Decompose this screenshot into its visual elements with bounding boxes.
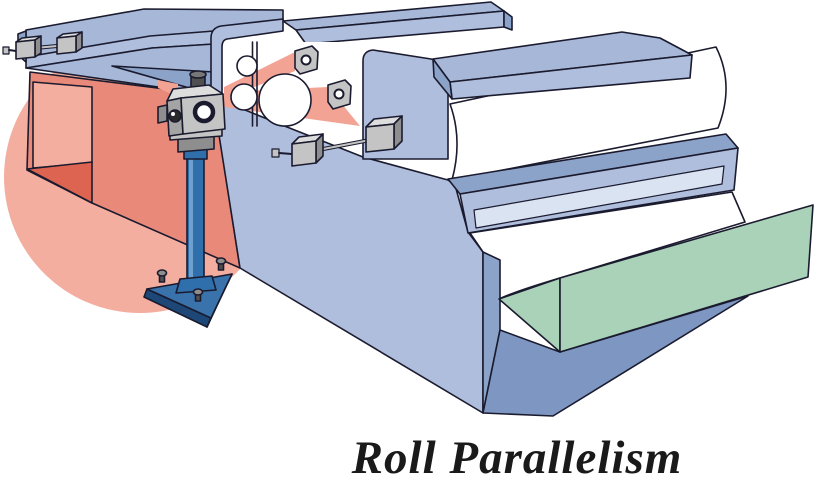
middle-block-a-front bbox=[291, 140, 317, 167]
left-detector-pair bbox=[2, 31, 83, 60]
middle-beam-bevel-end bbox=[503, 10, 513, 31]
detector-target-1-aperture bbox=[300, 54, 312, 66]
bolt-2-cap bbox=[215, 257, 227, 265]
left-block-a-side bbox=[34, 35, 42, 58]
middle-probe-pin bbox=[278, 152, 293, 155]
transmitter-left-port bbox=[157, 104, 168, 124]
detector-target-1 bbox=[294, 45, 319, 75]
middle-rod bbox=[317, 139, 371, 151]
bolt-3-cap bbox=[192, 288, 204, 296]
stand-column-highlight bbox=[189, 153, 193, 280]
middle-block-b-front bbox=[365, 123, 395, 153]
stand-foot-flange bbox=[175, 275, 217, 294]
laser-stand bbox=[143, 145, 233, 328]
detector-target-2-aperture bbox=[333, 88, 345, 100]
middle-detector-pair bbox=[271, 115, 403, 167]
left-block-a-front bbox=[15, 39, 36, 60]
left-block-b-front bbox=[56, 35, 77, 55]
base-plate-bolts bbox=[156, 257, 227, 302]
laser-lens-side bbox=[168, 109, 182, 123]
laser-transmitter bbox=[157, 70, 226, 153]
cavity-inner-panel bbox=[32, 81, 93, 169]
bolt-1-cap bbox=[156, 269, 168, 277]
middle-roller-small-1 bbox=[236, 55, 258, 77]
laser-lens-main bbox=[192, 100, 216, 124]
ledge-inset-panel bbox=[473, 165, 725, 229]
transmitter-knob-top bbox=[189, 70, 207, 79]
middle-roller-large bbox=[258, 73, 312, 127]
middle-probe-tip bbox=[271, 148, 280, 158]
laser-lens-glint bbox=[171, 112, 175, 116]
left-probe-pin bbox=[8, 49, 17, 52]
diagram-root: Roll Parallelism bbox=[2, 1, 814, 484]
left-probe-tip bbox=[2, 46, 10, 55]
web-front-face bbox=[559, 204, 814, 353]
caption-text: Roll Parallelism bbox=[351, 432, 683, 484]
middle-roller-small-2 bbox=[230, 83, 258, 111]
right-beam-end-cap bbox=[432, 58, 453, 100]
cavity-shadow-triangle bbox=[26, 161, 93, 204]
left-block-b-side bbox=[75, 31, 83, 53]
detector-target-2 bbox=[327, 79, 352, 110]
caption-group: Roll Parallelism bbox=[351, 432, 683, 484]
